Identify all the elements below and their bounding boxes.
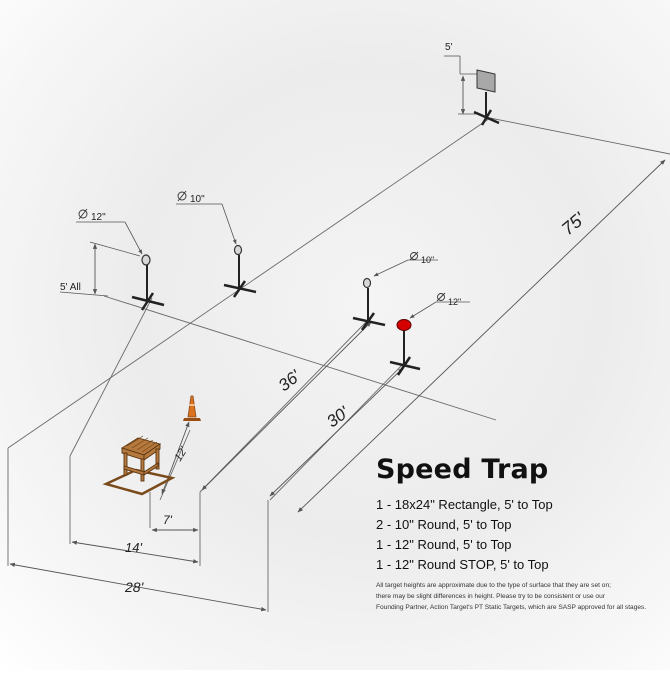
- spec-line-1: 1 - 18x24" Rectangle, 5' to Top: [376, 497, 553, 512]
- note-line-3: Founding Partner, Action Target's PT Sta…: [376, 604, 647, 611]
- leader-lines: [59, 55, 480, 319]
- spec-line-3: 1 - 12" Round, 5' to Top: [376, 537, 512, 552]
- label-dist-7: 7': [163, 513, 173, 527]
- stage-info-panel: Speed Trap 1 - 18x24" Rectangle, 5' to T…: [376, 454, 668, 613]
- note-line-1: All target heights are approximate due t…: [376, 582, 611, 589]
- label-dia-stop: 12": [448, 297, 461, 307]
- dim-line-36: [201, 321, 372, 491]
- spec-line-4: 1 - 12" Round STOP, 5' to Top: [376, 557, 549, 572]
- label-5-all: 5' All: [60, 282, 81, 293]
- dimension-lines: [9, 75, 666, 612]
- stage-title: Speed Trap: [376, 454, 549, 485]
- label-dist-30: 30': [323, 402, 353, 431]
- label-dia-mid: 10": [190, 194, 205, 205]
- label-dist-14: 14': [125, 540, 142, 555]
- round-target-12-left: [131, 254, 165, 311]
- traffic-cone: [183, 395, 201, 421]
- rectangle-target: [473, 69, 500, 126]
- height-note: All target heights are approximate due t…: [376, 580, 668, 613]
- note-line-2: there may be slight differences in heigh…: [376, 593, 605, 600]
- dim-line-14: [71, 540, 199, 564]
- dim-line-30: [269, 367, 404, 497]
- round-target-10-middle: [223, 244, 257, 298]
- label-dist-36: 36': [275, 366, 305, 395]
- label-dia-right10: 10": [421, 255, 434, 265]
- label-dist-28: 28': [124, 579, 145, 595]
- label-dia-left: 12": [91, 212, 106, 223]
- stop-plate-target: [389, 319, 421, 376]
- spec-line-2: 2 - 10" Round, 5' to Top: [376, 517, 512, 532]
- label-rect-height: 5': [445, 42, 453, 53]
- shooting-box: [102, 435, 176, 496]
- label-dist-75: 75': [558, 208, 589, 239]
- label-dist-12: 12': [172, 444, 190, 463]
- diameter-symbols: [78, 190, 446, 302]
- dim-line-28: [9, 562, 267, 612]
- round-target-10-right: [352, 277, 386, 331]
